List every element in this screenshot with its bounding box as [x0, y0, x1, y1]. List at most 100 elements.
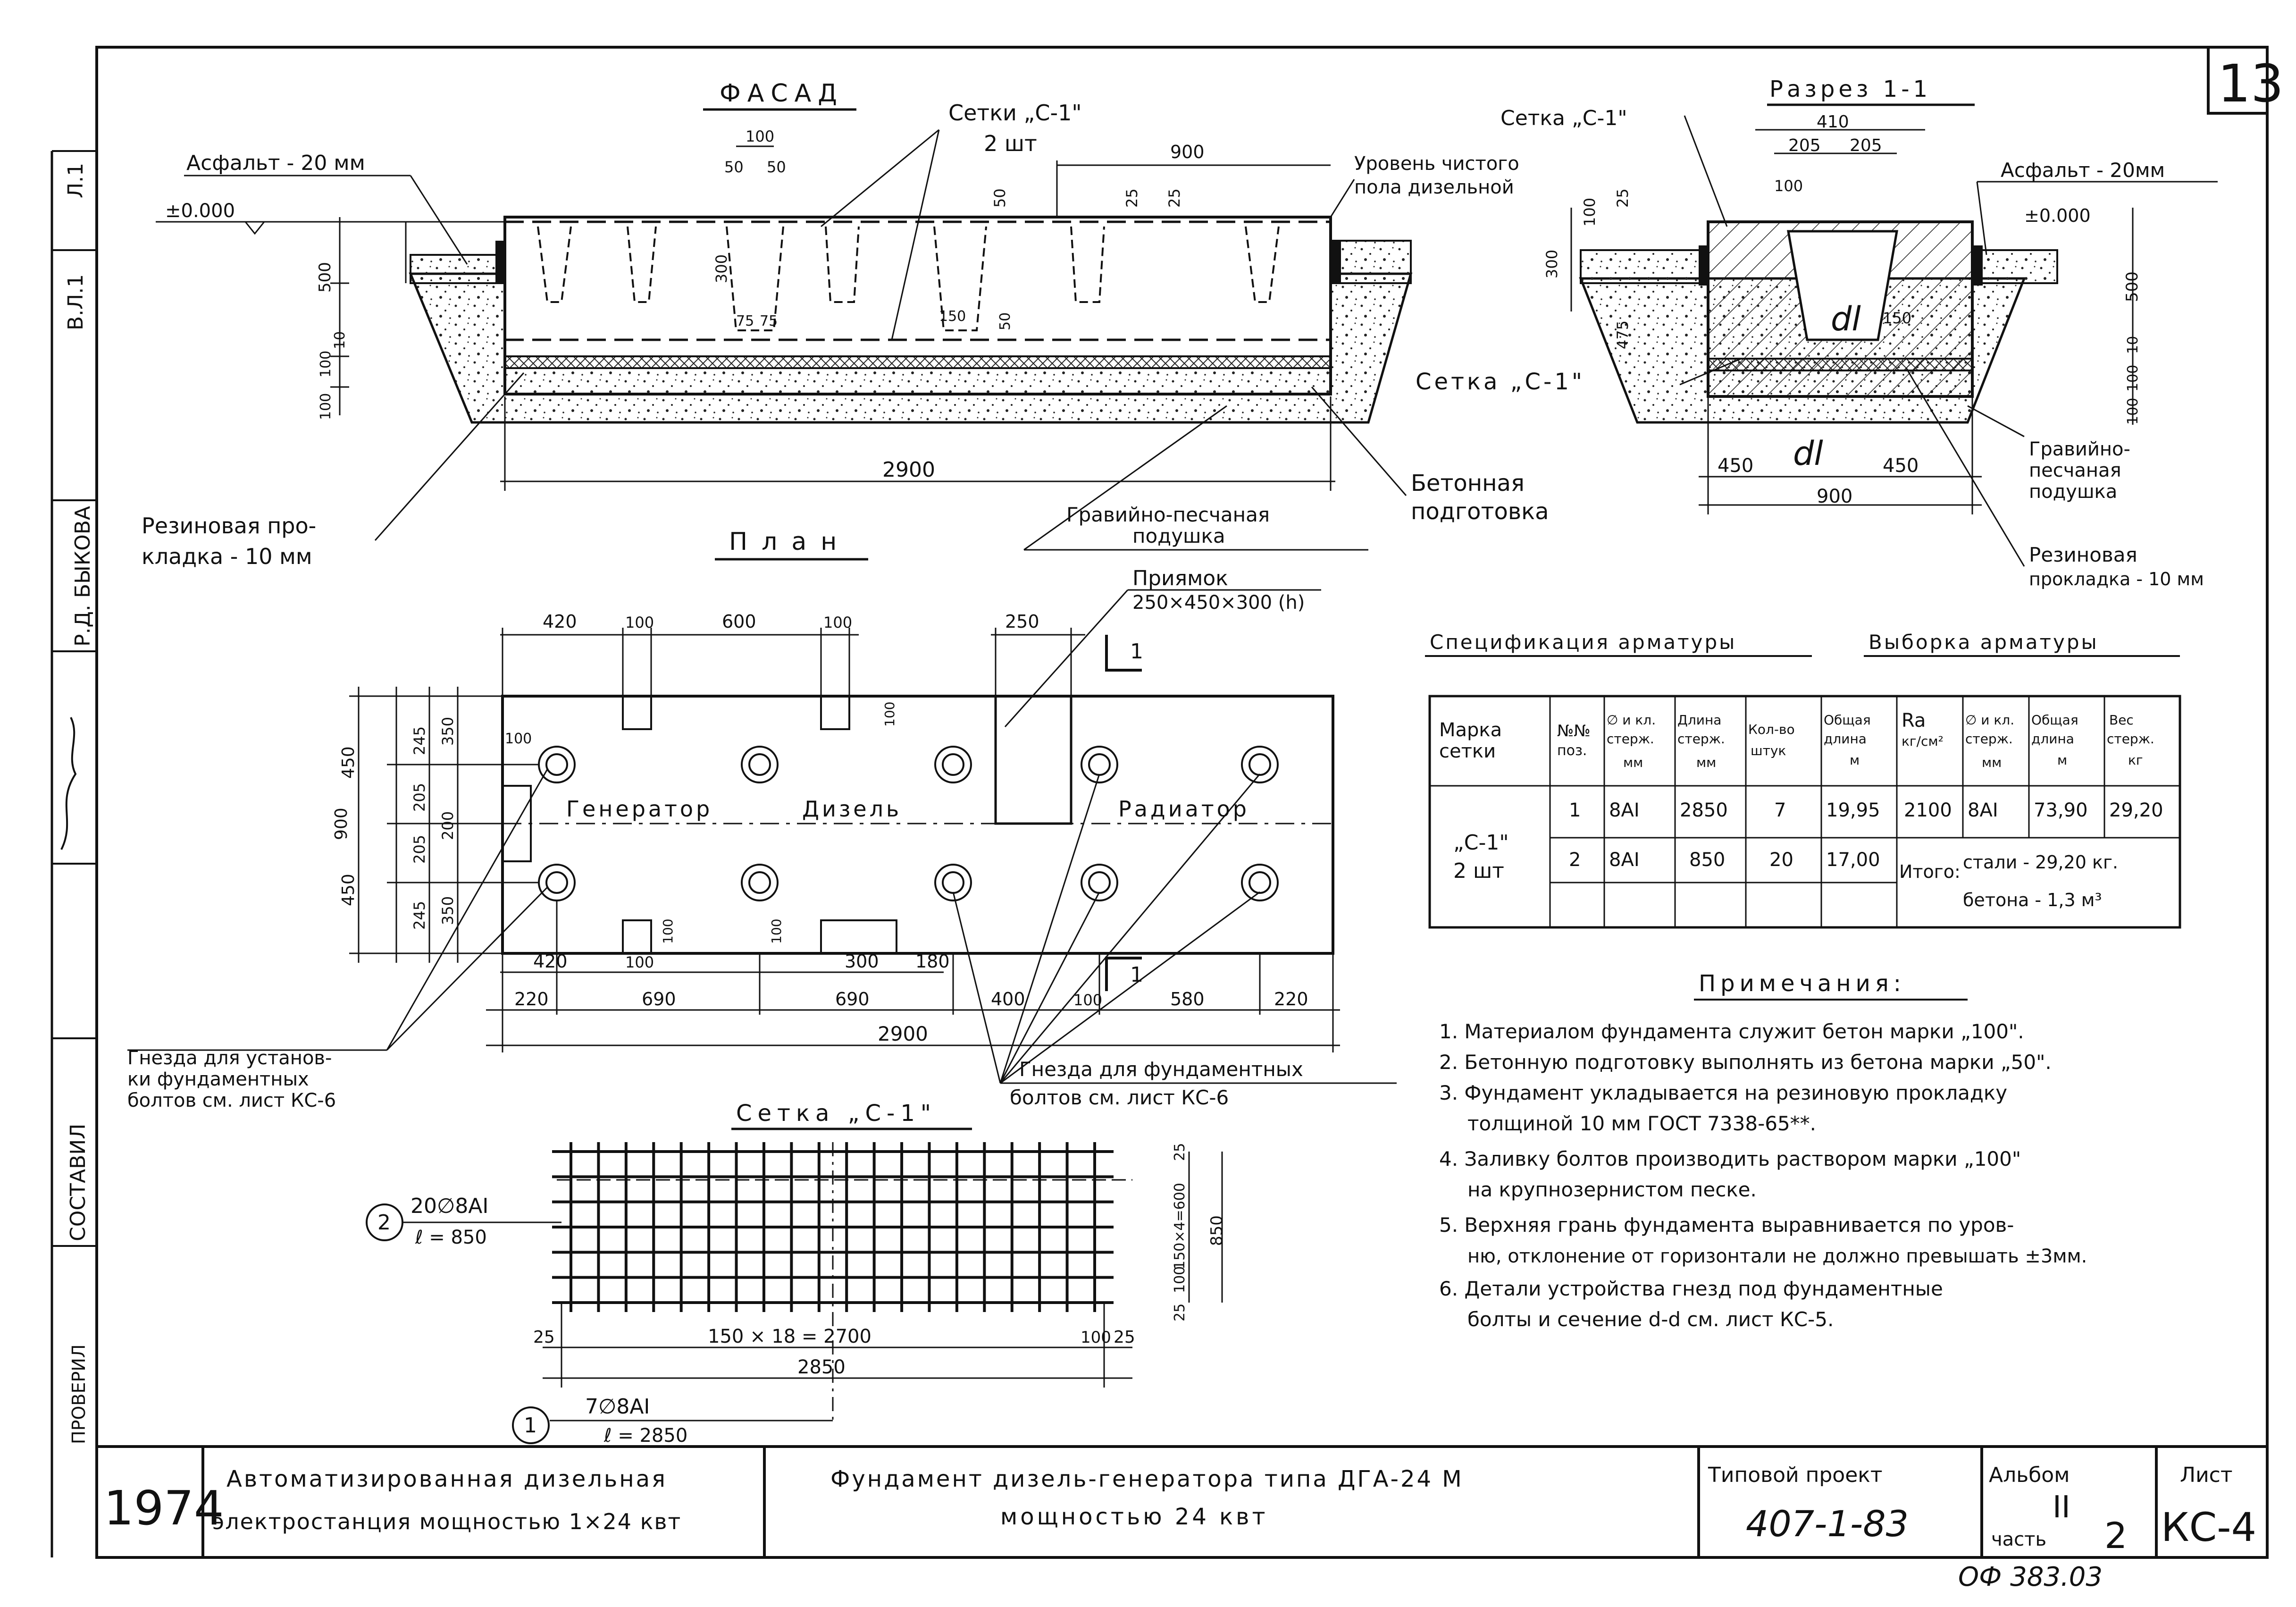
plan-diesel: Дизель: [802, 796, 902, 822]
selection-title: Выборка арматуры: [1869, 631, 2099, 654]
plan-dim-205a: 205: [411, 783, 428, 812]
section-dim-450a: 450: [1718, 455, 1753, 477]
th-dia-1: ∅ и кл.: [1607, 712, 1656, 728]
mesh-dim-150x4: 150×4=600: [1172, 1183, 1188, 1270]
note-1: 1. Материалом фундамента служит бетон ма…: [1439, 1020, 2024, 1043]
tb-project-1: Автоматизированная дизельная: [226, 1466, 667, 1492]
th-ra-2: кг/см²: [1902, 733, 1944, 749]
plan-dim-450b: 450: [339, 874, 358, 906]
section-cut-mark: dl: [1831, 300, 1861, 338]
tb-sheet-label: Лист: [2180, 1463, 2233, 1487]
td-total-concrete: бетона - 1,3 м³: [1963, 890, 2102, 910]
note-4: 4. Заливку болтов производить раствором …: [1439, 1147, 2021, 1170]
td-r1-weight: 29,20: [2109, 799, 2163, 821]
mesh-title: Сетка „С-1": [736, 1100, 937, 1127]
td-mark: „С-1": [1453, 831, 1509, 855]
facade-dim-300: 300: [712, 254, 730, 283]
facade-title: ФАСАД: [720, 79, 844, 108]
strip-b1: В.Л.1: [64, 274, 88, 330]
plan-dim-350a: 350: [439, 717, 457, 746]
td-r1-qty: 7: [1774, 799, 1786, 821]
facade-rubber-1: Резиновая про-: [142, 513, 316, 538]
section-title: Разрез 1-1: [1769, 76, 1931, 102]
section-dim-900: 900: [1817, 486, 1852, 507]
section-dim-100d: 100: [2125, 398, 2141, 425]
section-dim-10: 10: [2125, 336, 2141, 354]
th-total2-1: Общая: [2031, 712, 2078, 728]
td-r1-ra: 2100: [1904, 799, 1952, 821]
facade-gravel-2: подушка: [1132, 524, 1225, 547]
mesh-dim-25b: 25: [1114, 1328, 1135, 1347]
td-r2-dia: 8АI: [1609, 849, 1640, 871]
strip-a1: Л.1: [64, 163, 88, 198]
tb-part-value: 2: [2104, 1514, 2127, 1557]
section-dim-100: 100: [1774, 177, 1803, 195]
plan-view: План Генератор Дизель Радиат: [127, 528, 1397, 1111]
mesh-pos1: 1: [524, 1413, 537, 1438]
note-6: 6. Детали устройства гнезд под фундамент…: [1439, 1277, 1943, 1300]
strip-checked: ПРОВЕРИЛ: [68, 1345, 89, 1444]
plan-dim-200: 200: [439, 811, 457, 840]
th-mark-2: сетки: [1439, 740, 1496, 762]
th-total-2: длина: [1824, 731, 1867, 747]
facade-level-zero: ±0.000: [165, 200, 235, 222]
section-mesh-label2: Сетка „С-1": [1416, 369, 1585, 395]
th-dia-3: мм: [1623, 755, 1643, 770]
plan-dim-400: 400: [991, 989, 1025, 1010]
td-r1-dia: 8АI: [1609, 799, 1640, 821]
facade-dim-100b: 100: [318, 351, 334, 378]
mesh-dim-100b: 100: [1172, 1266, 1188, 1293]
plan-dim-100e: 100: [505, 731, 532, 747]
section-cut-mark-2: dl: [1793, 434, 1823, 473]
facade-view: ФАСАД Асфальт - 20 мм ±0.000: [142, 79, 1549, 569]
section-dim-475: 475: [1614, 320, 1632, 349]
td-total-label: Итого:: [1899, 861, 1961, 882]
mesh-dim-150x18: 150 × 18 = 2700: [708, 1326, 871, 1347]
plan-dim-250: 250: [1005, 611, 1039, 632]
td-r1-total2: 73,90: [2034, 799, 2088, 821]
sheet-number-box: [2207, 46, 2269, 115]
plan-dim-350b: 350: [439, 896, 457, 925]
td-r2-total: 17,00: [1826, 849, 1880, 871]
note-6b: болты и сечение d-d см. лист КС-5.: [1467, 1308, 1834, 1331]
facade-mesh-label: Сетки „С-1": [948, 100, 1082, 126]
plan-cut-top: 1: [1130, 639, 1143, 664]
td-r1-pos: 1: [1569, 799, 1581, 821]
note-5b: ню, отклонение от горизонтали не должно …: [1467, 1245, 2087, 1267]
tb-drawing-2: мощностью 24 квт: [1000, 1504, 1268, 1530]
tb-drawing-1: Фундамент дизель-генератора типа ДГА-24 …: [830, 1466, 1464, 1492]
section-dim-450b: 450: [1883, 455, 1919, 477]
mesh-dim-100: 100: [1081, 1328, 1111, 1347]
td-r2-len: 850: [1689, 849, 1725, 871]
th-len-2: стерж.: [1677, 731, 1725, 747]
tb-bottom-code: ОФ 383.03: [1958, 1562, 2103, 1592]
plan-dim-220: 220: [514, 989, 549, 1010]
facade-dim-25a: 25: [1123, 188, 1141, 208]
note-3b: толщиной 10 мм ГОСТ 7338-65**.: [1467, 1112, 1816, 1135]
facade-gravel-1: Гравийно-песчаная: [1066, 503, 1270, 526]
th-len-3: мм: [1696, 755, 1716, 770]
plan-dim-100d: 100: [1073, 991, 1102, 1009]
section-dim-300: 300: [1543, 250, 1561, 278]
section-gravel-2: песчаная: [2029, 460, 2121, 481]
mesh-pos1-marker: [512, 1406, 550, 1444]
plan-dim-2900: 2900: [878, 1022, 928, 1045]
facade-dim-900: 900: [1170, 142, 1205, 162]
th-mark-1: Марка: [1439, 719, 1502, 741]
tb-year: 1974: [104, 1481, 224, 1536]
td-mark-count: 2 шт: [1453, 859, 1504, 883]
facade-dim-50d: 50: [997, 312, 1014, 330]
td-r1-dia2: 8АI: [1968, 799, 1998, 821]
tb-project-2: электростанция мощностью 1×24 квт: [212, 1509, 681, 1534]
plan-sockets-fund-2: болтов см. лист КС-6: [1010, 1086, 1229, 1109]
mesh-pos1-len: ℓ = 2850: [603, 1425, 687, 1447]
th-total-3: м: [1850, 752, 1860, 768]
facade-dim-150: 150: [939, 308, 966, 325]
note-4b: на крупнозернистом песке.: [1467, 1178, 1757, 1201]
tb-type-label: Типовой проект: [1708, 1463, 1883, 1487]
spec-table: Спецификация арматуры Выборка арматуры М…: [1425, 631, 2181, 929]
td-r2-pos: 2: [1569, 849, 1581, 871]
facade-dim-2900: 2900: [882, 458, 935, 482]
section-gravel-1: Гравийно-: [2029, 438, 2130, 460]
plan-dim-900: 900: [332, 808, 351, 840]
